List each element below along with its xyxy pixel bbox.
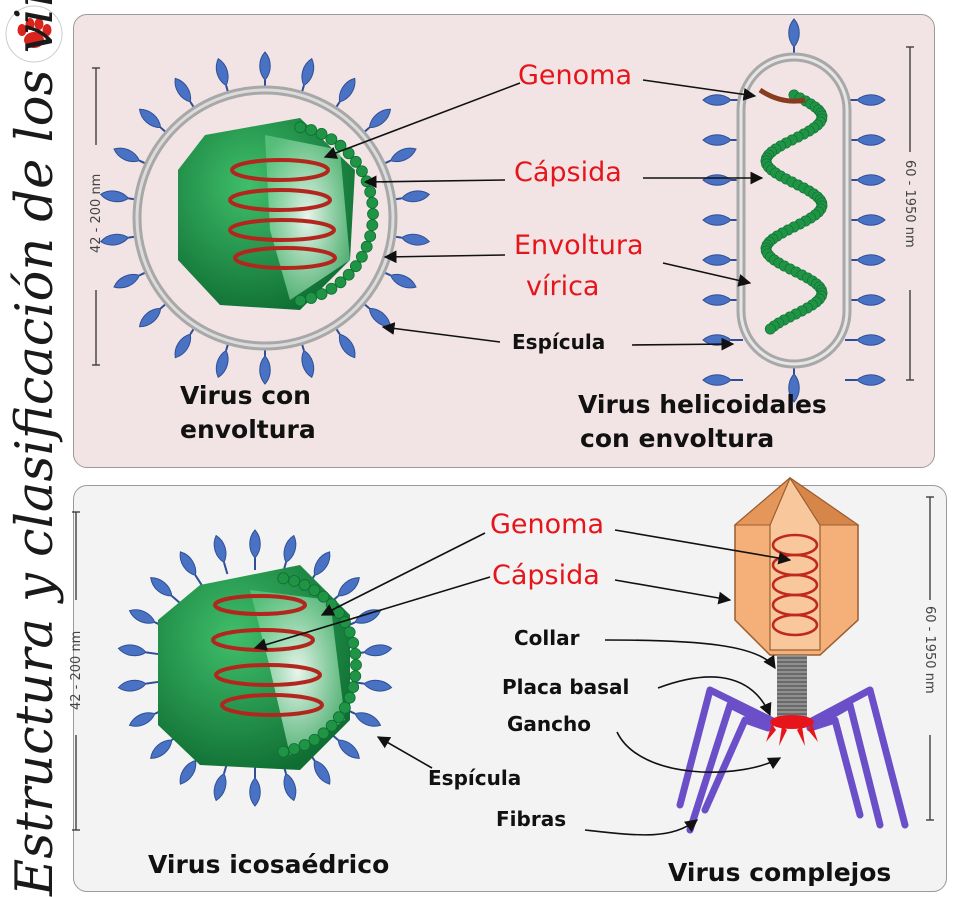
label-genoma-top: Genoma bbox=[518, 60, 633, 91]
label-capsida-bottom: Cápsida bbox=[492, 560, 600, 591]
label-genoma-bottom: Genoma bbox=[490, 509, 605, 540]
label-envoltura-top: Envoltura bbox=[514, 230, 644, 261]
tail-sheath bbox=[777, 655, 807, 720]
label-gancho: Gancho bbox=[507, 712, 591, 736]
helical-virus bbox=[702, 18, 886, 403]
label-placa-basal: Placa basal bbox=[502, 675, 630, 699]
enveloped-virus bbox=[98, 51, 432, 385]
genome-coil bbox=[228, 158, 337, 270]
capsid bbox=[178, 118, 379, 310]
dimension-top-left: 42 - 200 nm bbox=[89, 173, 104, 253]
caption-helicoidales-2: con envoltura bbox=[580, 424, 775, 453]
dimension-lines bbox=[72, 46, 934, 831]
caption-virus-con-envoltura-2: envoltura bbox=[180, 415, 316, 444]
base-plate bbox=[766, 715, 818, 746]
label-fibras: Fibras bbox=[496, 807, 567, 831]
dimension-top-right: 60 - 1950 nm bbox=[902, 160, 917, 248]
label-espicula-bottom: Espícula bbox=[428, 766, 522, 790]
paw-icon bbox=[17, 18, 52, 48]
dimension-bottom-right: 60 - 1950 nm bbox=[922, 606, 937, 694]
logo bbox=[5, 5, 63, 63]
caption-complejos: Virus complejos bbox=[668, 858, 892, 887]
page-title: Estructura y clasificación de los virus bbox=[6, 0, 65, 896]
label-espicula-top: Espícula bbox=[512, 330, 606, 354]
tail-fibers bbox=[676, 686, 909, 834]
dimension-bottom-left: 42 - 200 nm bbox=[69, 630, 84, 710]
label-virica-top: vírica bbox=[526, 271, 600, 302]
caption-virus-con-envoltura-1: Virus con bbox=[180, 381, 311, 410]
callout-arrows bbox=[253, 79, 792, 836]
label-capsida-top: Cápsida bbox=[514, 157, 622, 188]
caption-icosaedrico: Virus icosaédrico bbox=[148, 850, 390, 879]
caption-helicoidales-1: Virus helicoidales bbox=[578, 390, 827, 419]
bacteriophage bbox=[676, 476, 909, 834]
label-collar: Collar bbox=[514, 626, 580, 650]
icosahedral-virus bbox=[116, 529, 394, 807]
